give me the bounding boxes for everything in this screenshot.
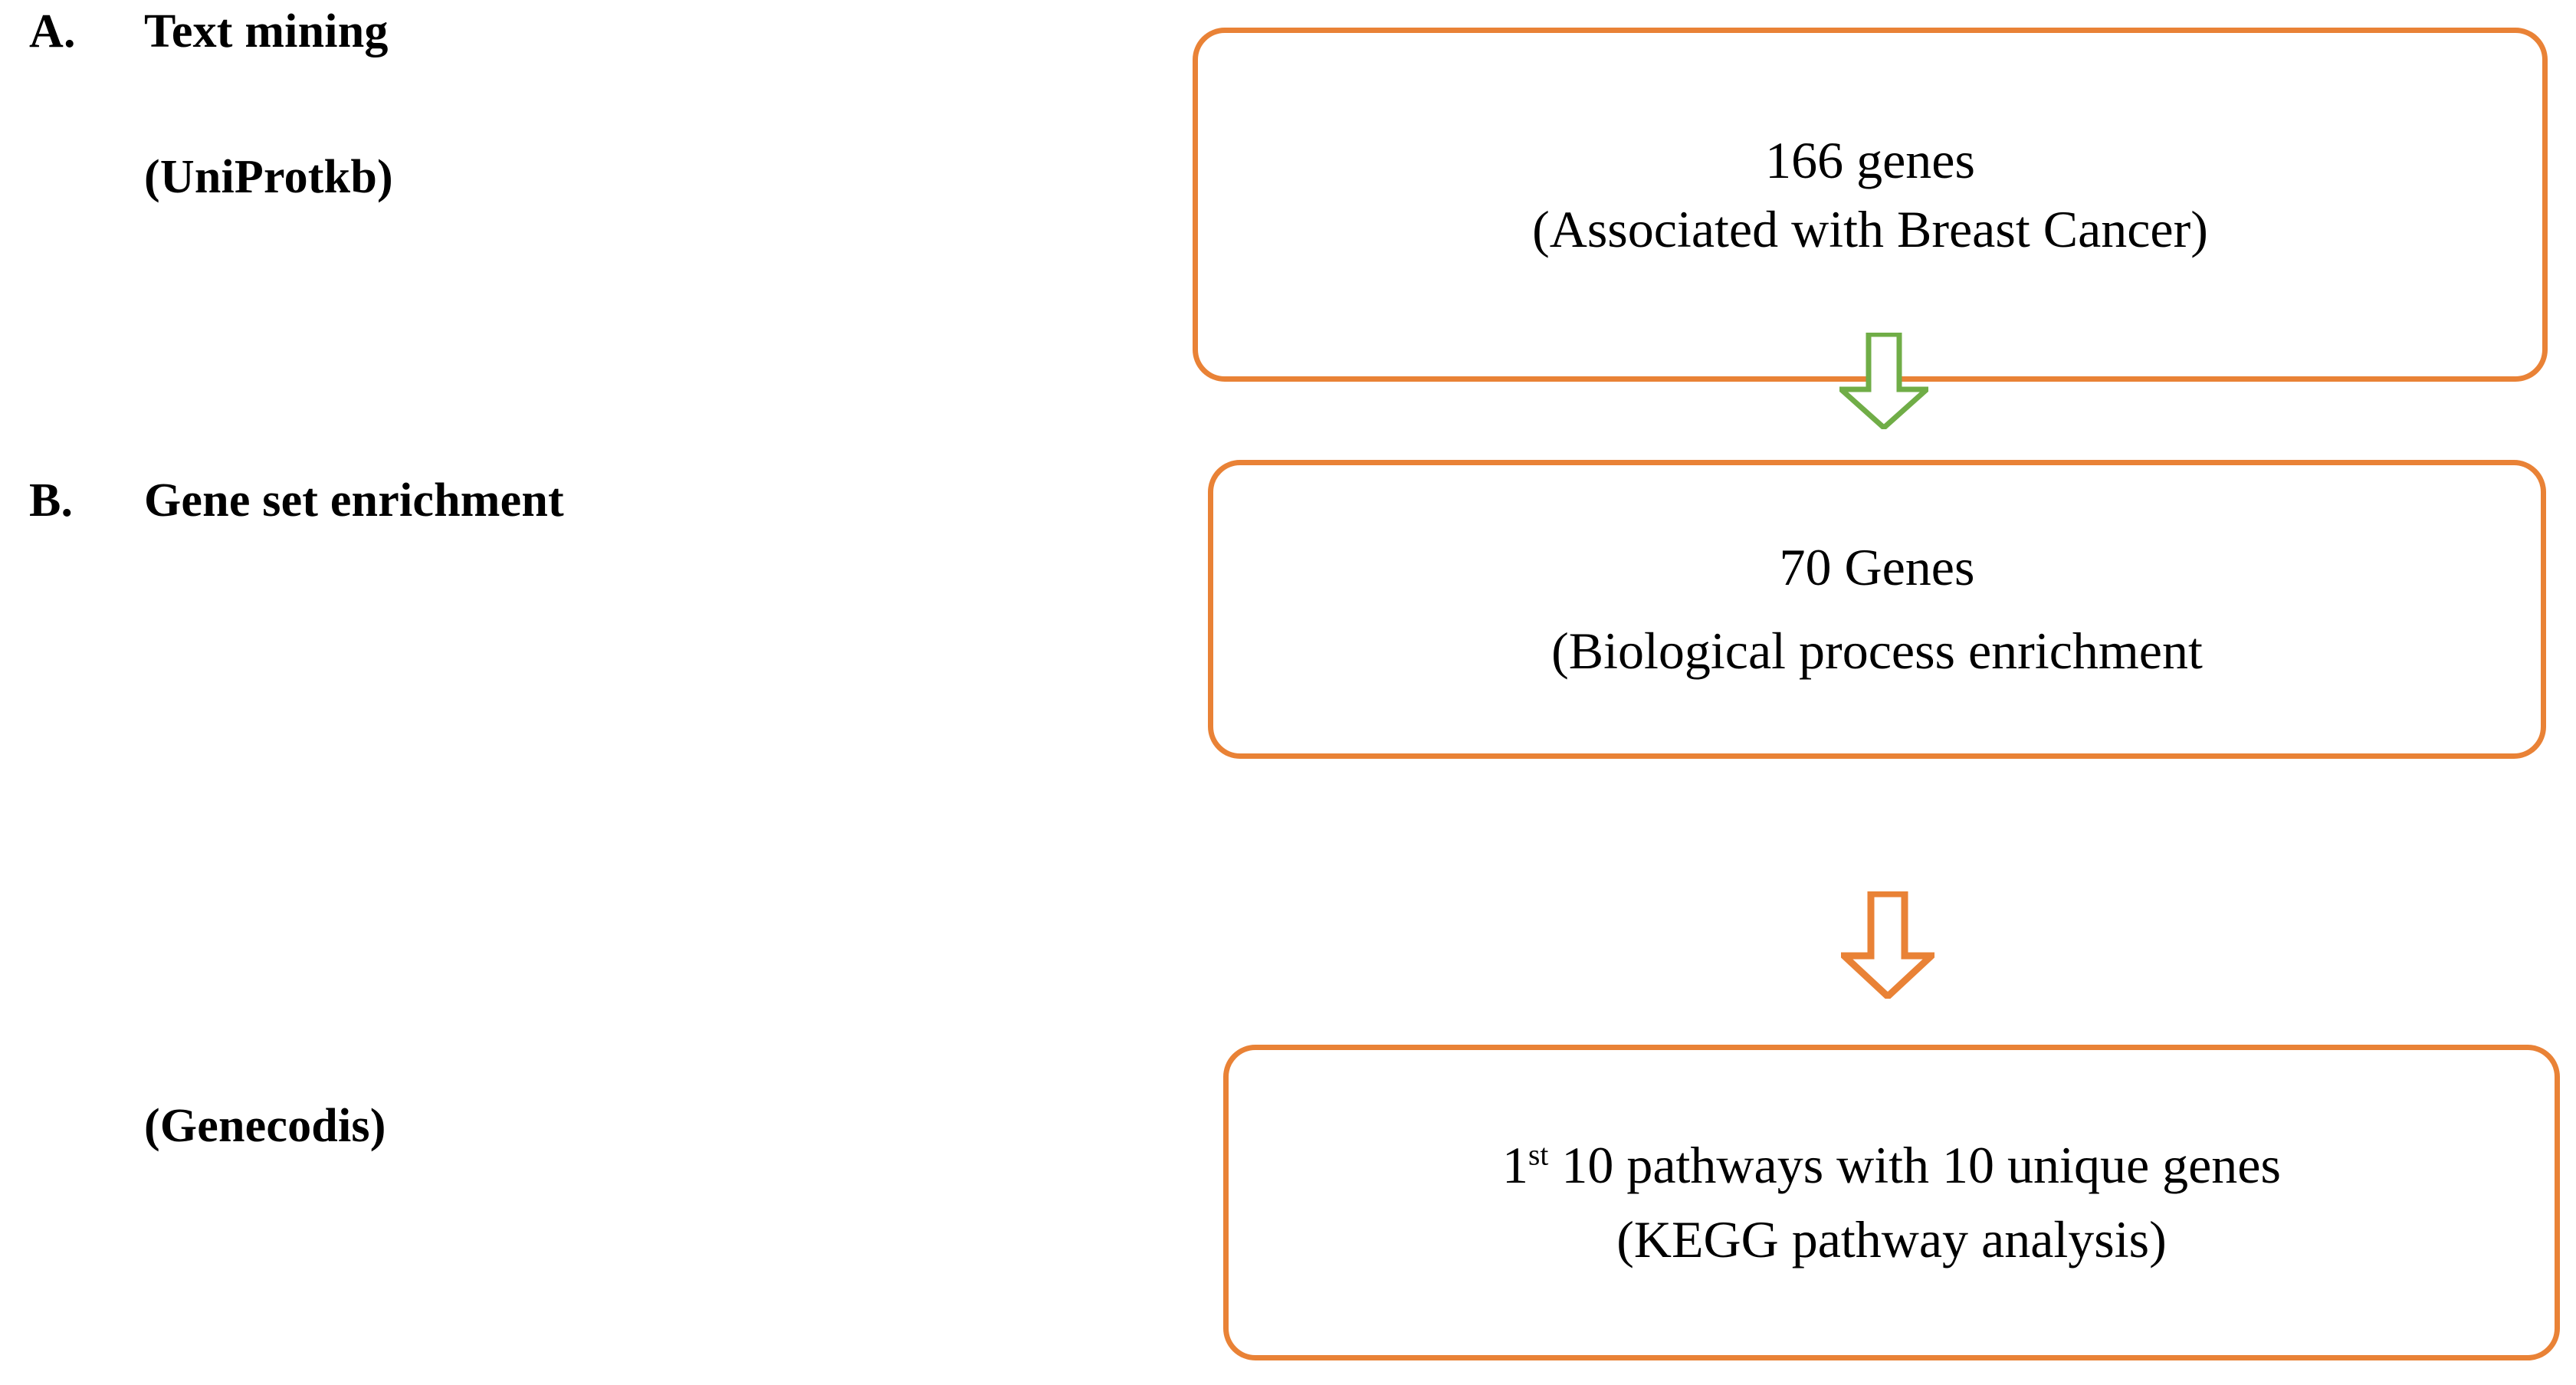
down-arrow-icon bbox=[1841, 891, 1934, 999]
flow-box-enrichment-line-1: 70 Genes bbox=[1779, 538, 1975, 597]
section-marker-a: A. bbox=[29, 5, 76, 57]
flow-box-pathways-line-1: 1st 10 pathways with 10 unique genes bbox=[1502, 1128, 2281, 1203]
flow-box-enrichment: 70 Genes (Biological process enrichment bbox=[1208, 460, 2546, 759]
pathways-line-rest: 10 pathways with 10 unique genes bbox=[1548, 1136, 2281, 1195]
section-title-a: Text mining bbox=[144, 5, 389, 57]
section-title-b: Gene set enrichment bbox=[144, 474, 564, 527]
flow-box-genes: 166 genes (Associated with Breast Cancer… bbox=[1193, 28, 2548, 382]
section-source-a-label: (UniProtkb) bbox=[144, 151, 393, 203]
section-source-b: (Genecodis) bbox=[144, 1102, 386, 1150]
flow-box-genes-line-1: 166 genes bbox=[1765, 131, 1975, 190]
section-source-b-label: (Genecodis) bbox=[144, 1100, 386, 1152]
flow-box-genes-line-2: (Associated with Breast Cancer) bbox=[1532, 200, 2208, 258]
section-label-a: A. Text mining bbox=[29, 8, 389, 55]
section-marker-b: B. bbox=[29, 474, 74, 527]
ordinal-suffix: st bbox=[1528, 1137, 1549, 1172]
flow-box-pathways-line-2: (KEGG pathway analysis) bbox=[1616, 1210, 2167, 1268]
down-arrow-icon bbox=[1839, 333, 1928, 429]
flow-box-pathways: 1st 10 pathways with 10 unique genes (KE… bbox=[1223, 1045, 2560, 1360]
section-label-b: B. Gene set enrichment bbox=[29, 477, 564, 524]
section-source-a: (UniProtkb) bbox=[144, 153, 393, 201]
ordinal-number: 1 bbox=[1502, 1136, 1529, 1195]
flow-box-enrichment-line-2: (Biological process enrichment bbox=[1551, 622, 2203, 680]
